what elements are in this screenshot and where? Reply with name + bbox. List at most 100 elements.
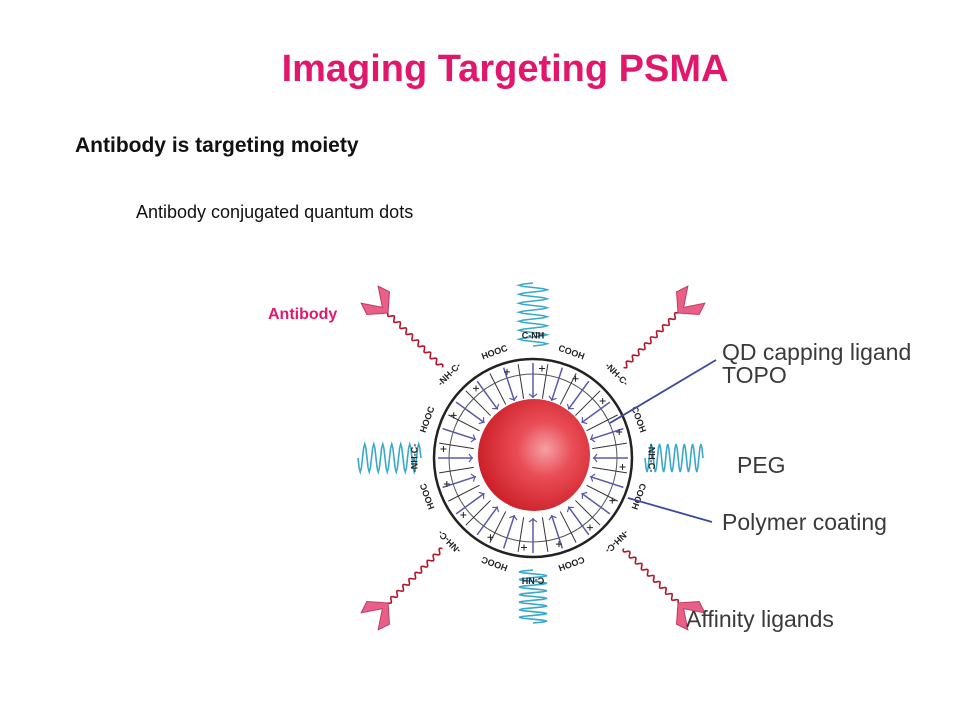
chem-group-label: HOOC — [480, 343, 509, 362]
ligand-tick — [442, 427, 477, 441]
antibody-linker — [386, 312, 444, 368]
antibody-linker — [623, 311, 679, 369]
ligand-tick — [476, 380, 499, 410]
slide-subtitle: Antibody is targeting moiety — [75, 134, 359, 157]
label-affinity-ligands: Affinity ligands — [686, 606, 834, 632]
ligand-tick — [517, 517, 525, 552]
leader-polymer — [627, 497, 713, 523]
ligand-head — [590, 473, 596, 482]
antibody-shape — [676, 601, 706, 631]
charge-mark — [504, 368, 511, 375]
peg-coil — [644, 443, 704, 473]
chem-group-label: -NH-C- — [409, 444, 419, 473]
ligand-tick — [541, 364, 549, 399]
ligand-tick — [502, 514, 516, 549]
label-topo: TOPO — [722, 362, 787, 388]
ligand-tick — [581, 492, 611, 515]
ligand-head — [468, 453, 473, 463]
ligand-tick — [592, 442, 627, 450]
label-peg: PEG — [737, 452, 786, 478]
ligand-tick — [476, 506, 499, 536]
ligand-head — [528, 518, 538, 523]
ligand-tick — [575, 500, 601, 526]
ligand-head — [470, 434, 476, 443]
ligand-head — [470, 473, 476, 482]
leader-qd-capping — [609, 359, 717, 424]
chem-group-label: HOOC — [480, 554, 509, 573]
ligand-head — [492, 506, 500, 513]
charge-mark — [619, 463, 626, 470]
quantum-dot-core — [478, 399, 590, 511]
charge-mark — [616, 429, 623, 436]
ligand-tick — [442, 475, 477, 489]
antibody-linker — [622, 548, 680, 604]
ligand-head — [478, 491, 485, 499]
topo-ligands — [438, 363, 628, 553]
charge-mark — [599, 398, 606, 405]
charge-mark — [555, 541, 562, 548]
charge-mark — [487, 534, 494, 541]
peg-coil — [515, 282, 551, 347]
ligand-tick — [465, 390, 491, 416]
ligand-tick — [592, 466, 627, 474]
chem-group-label: HOOC — [418, 405, 437, 434]
chem-group-label: COOH — [557, 555, 586, 574]
peg-coil — [518, 569, 548, 624]
charge-mark — [521, 544, 528, 551]
label-qd-capping: QD capping ligand — [722, 339, 911, 365]
antibody-shape — [360, 285, 390, 315]
charge-mark — [538, 365, 545, 372]
chem-group-label: C-NH — [522, 330, 545, 340]
ligand-head — [581, 491, 588, 499]
charge-mark — [473, 385, 480, 392]
linker-chains — [357, 282, 706, 631]
ligand-head — [593, 453, 598, 463]
label-polymer-coating: Polymer coating — [722, 509, 887, 535]
ligand-tick — [589, 427, 624, 441]
ligand-tick — [517, 364, 525, 399]
chem-group-label: COOH — [630, 482, 649, 511]
ligand-head — [528, 393, 538, 398]
charge-mark — [609, 497, 616, 504]
charge-mark — [586, 524, 593, 531]
antibody — [360, 285, 390, 315]
antibody — [360, 601, 390, 631]
ligand-head — [509, 515, 518, 521]
slide-title: Imaging Targeting PSMA — [281, 48, 729, 90]
ligand-head — [566, 506, 574, 513]
ligand-head — [478, 417, 485, 425]
ligand-tick — [489, 373, 507, 405]
charge-mark — [460, 511, 467, 518]
ligand-head — [590, 434, 596, 443]
ligand-tick — [575, 390, 601, 416]
chem-group-label: -NH-C- — [647, 444, 657, 473]
antibody — [676, 601, 706, 631]
antibody-shape — [676, 285, 706, 315]
slide-subsubtitle: Antibody conjugated quantum dots — [136, 202, 414, 222]
ligand-head — [509, 395, 518, 401]
antibody-shape — [360, 601, 390, 631]
chem-group-label: C-NH — [522, 576, 545, 586]
ligand-tick — [439, 442, 474, 450]
ligand-tick — [465, 500, 491, 526]
peg-coil — [357, 440, 422, 476]
charge-mark — [572, 375, 579, 382]
ligand-tick — [455, 401, 485, 424]
ligand-head — [492, 403, 500, 410]
ligand-tick — [567, 506, 590, 536]
antibody — [676, 285, 706, 315]
antibody-linker — [387, 547, 443, 605]
ligand-head — [566, 403, 574, 410]
ligand-tick — [541, 517, 549, 552]
chem-group-label: COOH — [557, 343, 586, 362]
ligand-tick — [581, 401, 611, 424]
charge-mark — [443, 480, 450, 487]
charge-mark — [440, 446, 447, 453]
ligand-tick — [567, 380, 590, 410]
antibody-callout: Antibody — [268, 306, 338, 323]
charge-mark — [450, 412, 457, 419]
ligand-tick — [448, 484, 480, 502]
ligand-tick — [455, 492, 485, 515]
ligand-tick — [586, 414, 618, 432]
